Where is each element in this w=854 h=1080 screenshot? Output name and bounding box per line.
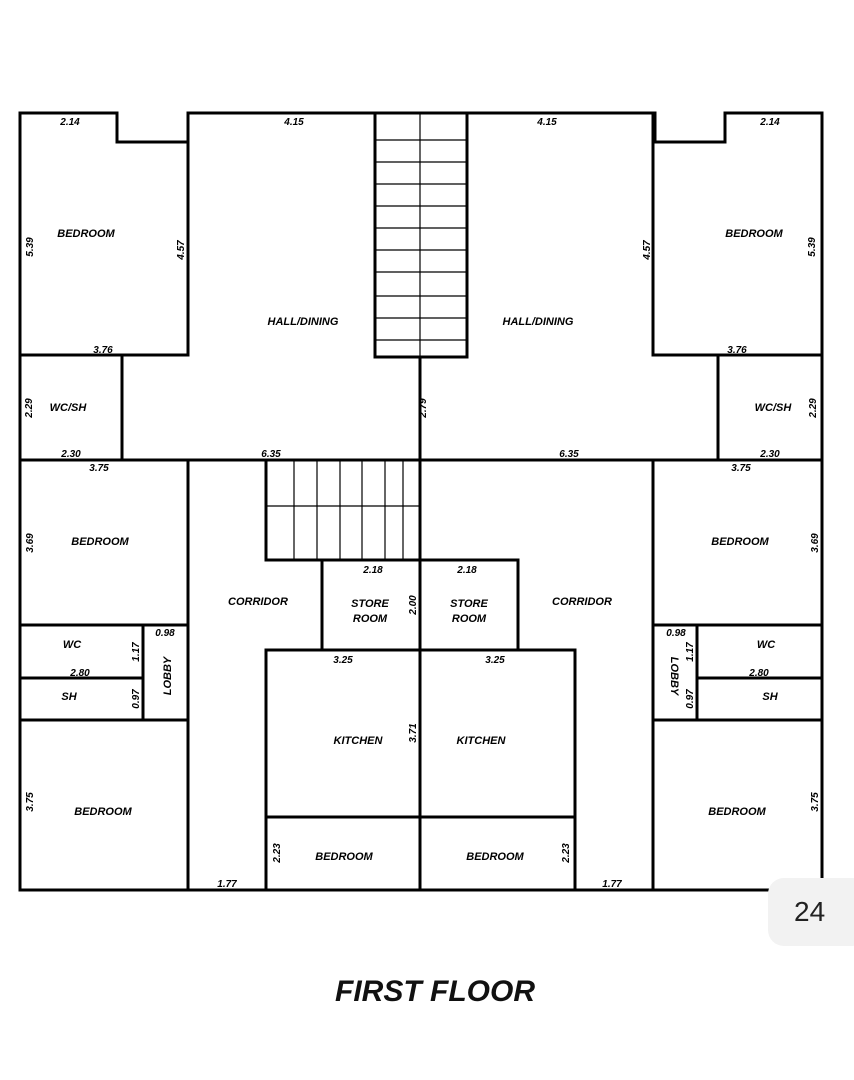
dim-label: 2.30 <box>60 449 81 460</box>
dim-label: 3.76 <box>727 345 747 356</box>
dim-label: 3.76 <box>93 345 113 356</box>
dim-label: 2.23 <box>272 843 283 864</box>
room-kitchen: KITCHEN <box>457 735 507 747</box>
dim-label: 6.35 <box>559 449 579 460</box>
dim-label: 6.35 <box>261 449 281 460</box>
room-bedroom: BEDROOM <box>57 228 115 240</box>
dim-label: 3.71 <box>408 723 419 743</box>
dim-label: 2.80 <box>69 668 90 679</box>
dim-label: 2.14 <box>59 117 80 128</box>
room-bedroom: BEDROOM <box>71 536 129 548</box>
dim-label: 2.79 <box>418 398 429 419</box>
dim-label: 3.75 <box>89 463 109 474</box>
room-store: ROOM <box>353 613 388 625</box>
dim-label: 2.18 <box>362 565 383 576</box>
room-bedroom: BEDROOM <box>708 806 766 818</box>
dim-label: 2.14 <box>759 117 780 128</box>
dim-label: 1.17 <box>131 642 142 662</box>
room-bedroom: BEDROOM <box>725 228 783 240</box>
room-corridor: CORRIDOR <box>228 596 288 608</box>
plan-title: FIRST FLOOR <box>335 975 535 1008</box>
dim-label: 2.23 <box>561 843 572 864</box>
dim-label: 2.18 <box>456 565 477 576</box>
room-wc-sh: WC/SH <box>50 402 88 414</box>
room-bedroom: BEDROOM <box>315 851 373 863</box>
dim-label: 4.15 <box>283 117 304 128</box>
dim-label: 2.80 <box>748 668 769 679</box>
dimension-labels: 2.14 4.15 4.15 2.14 5.39 4.57 4.57 5.39 … <box>24 117 821 890</box>
room-bedroom: BEDROOM <box>466 851 524 863</box>
room-wc-sh: WC/SH <box>755 402 793 414</box>
room-sh: SH <box>762 691 778 703</box>
room-store: STORE <box>351 598 389 610</box>
dim-label: 0.98 <box>155 628 175 639</box>
dim-label: 2.00 <box>408 595 419 616</box>
room-bedroom: BEDROOM <box>74 806 132 818</box>
dim-label: 0.97 <box>685 689 696 709</box>
dim-label: 1.17 <box>685 642 696 662</box>
dim-label: 3.25 <box>333 655 353 666</box>
walls <box>18 111 824 892</box>
room-lobby: LOBBY <box>162 655 174 695</box>
dim-label: 3.75 <box>810 792 821 812</box>
dim-label: 2.29 <box>24 398 35 419</box>
room-corridor: CORRIDOR <box>552 596 612 608</box>
dim-label: 3.69 <box>25 533 36 553</box>
room-bedroom: BEDROOM <box>711 536 769 548</box>
room-labels: BEDROOM BEDROOM HALL/DINING HALL/DINING … <box>50 228 793 863</box>
page-number: 24 <box>794 896 826 927</box>
dim-label: 2.30 <box>759 449 780 460</box>
room-store: ROOM <box>452 613 487 625</box>
room-wc: WC <box>63 639 82 651</box>
room-lobby: LOBBY <box>668 657 680 697</box>
dim-label: 0.97 <box>131 689 142 709</box>
dim-label: 5.39 <box>25 237 36 257</box>
dim-label: 4.15 <box>536 117 557 128</box>
dim-label: 2.29 <box>808 398 819 419</box>
room-hall-dining: HALL/DINING <box>503 316 574 328</box>
dim-label: 3.69 <box>810 533 821 553</box>
dim-label: 4.57 <box>642 240 653 261</box>
dim-label: 3.75 <box>731 463 751 474</box>
page-number-badge: 24 <box>768 878 854 946</box>
dim-label: 1.77 <box>602 879 622 890</box>
room-store: STORE <box>450 598 488 610</box>
room-sh: SH <box>61 691 77 703</box>
stair-treads <box>266 113 467 560</box>
dim-label: 3.25 <box>485 655 505 666</box>
dim-label: 0.98 <box>666 628 686 639</box>
room-kitchen: KITCHEN <box>334 735 384 747</box>
dim-label: 1.77 <box>217 879 237 890</box>
dim-label: 5.39 <box>807 237 818 257</box>
room-wc: WC <box>757 639 776 651</box>
room-hall-dining: HALL/DINING <box>268 316 339 328</box>
dim-label: 4.57 <box>176 240 187 261</box>
dim-label: 3.75 <box>25 792 36 812</box>
